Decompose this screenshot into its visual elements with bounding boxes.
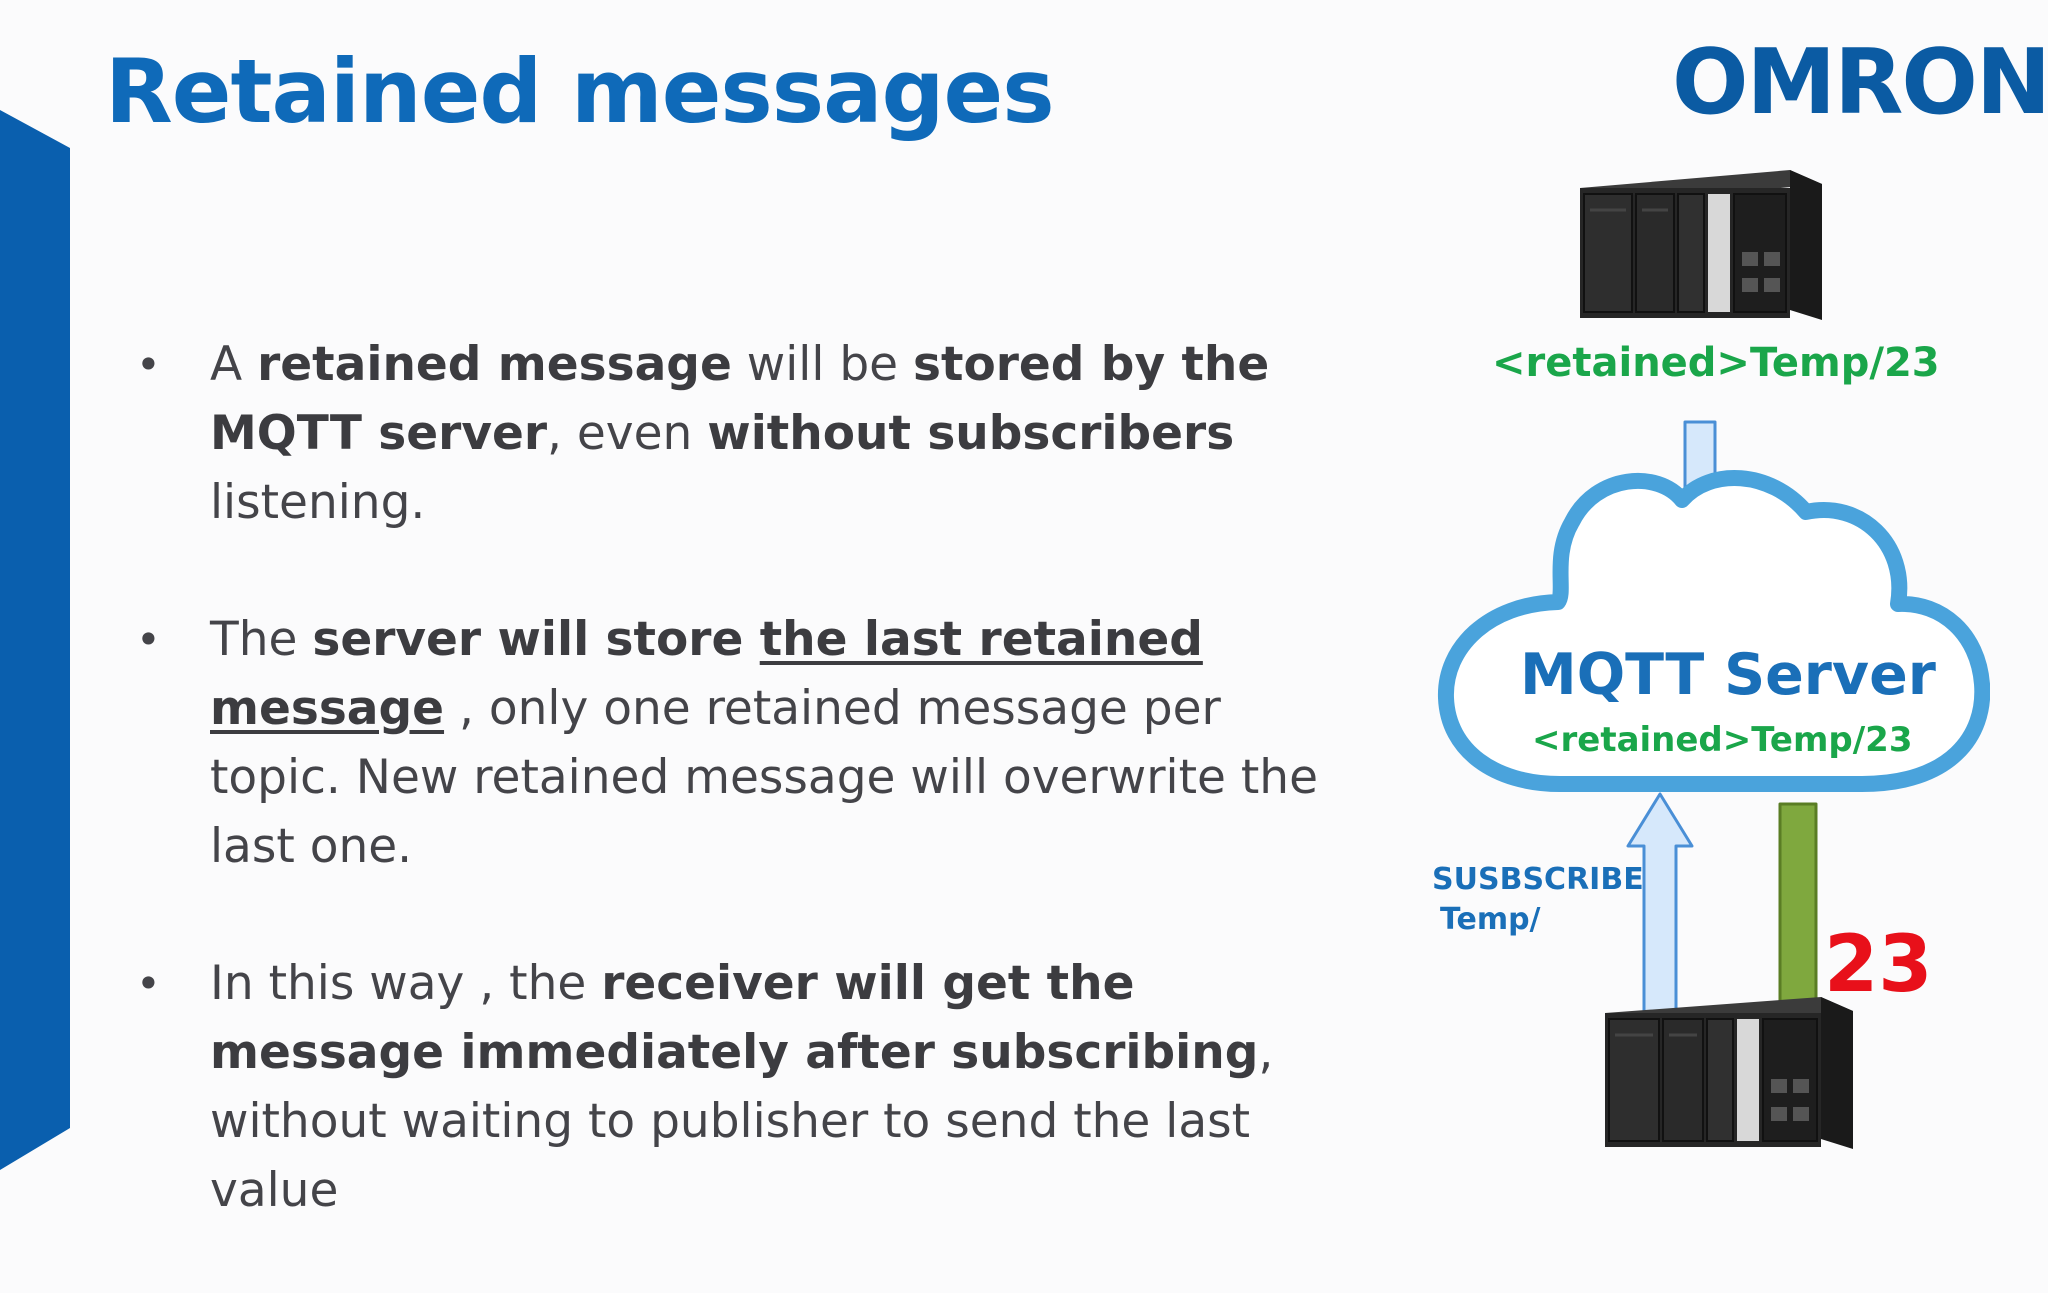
- bullet-list: • A retained message will be stored by th…: [128, 330, 1358, 1293]
- side-accent-bar: [0, 110, 70, 1170]
- bullet-dot-icon: •: [136, 959, 161, 1008]
- bullet-dot-icon: •: [136, 340, 161, 389]
- bullet-bold-text: server will store: [312, 612, 760, 667]
- bullet-bold-text: stored by the MQTT server: [210, 337, 1270, 461]
- mqtt-diagram: <retained>Temp/23 MQTT Server <retained>…: [1380, 140, 2020, 1200]
- bullet-text: , only one retained message per topic. N…: [210, 681, 1318, 874]
- bullet-text: A: [210, 337, 258, 392]
- bullet-item: • A retained message will be stored by th…: [128, 330, 1358, 537]
- bullet-text: , even: [547, 406, 708, 461]
- bullet-bold-text: retained message: [257, 337, 732, 392]
- server-retained-message: <retained>Temp/23: [1532, 720, 1913, 760]
- bullet-bold-text: receiver will get the message immediatel…: [210, 956, 1259, 1080]
- subscriber-plc-image: [1605, 997, 1853, 1149]
- server-name: MQTT Server: [1520, 642, 1936, 708]
- bullet-text: will be: [731, 337, 914, 392]
- subscribe-label-line2: Temp/: [1440, 902, 1541, 937]
- publisher-plc-image: [1580, 170, 1822, 320]
- bullet-bold-text: without subscribers: [707, 406, 1235, 461]
- bullet-text: , without waiting to publisher to send t…: [210, 1025, 1274, 1218]
- bullet-text: In this way , the: [210, 956, 602, 1011]
- received-value: 23: [1824, 920, 1933, 1010]
- subscribe-label-line1: SUSBSCRIBE: [1432, 862, 1644, 897]
- bullet-bold-text: the last retained message: [210, 612, 1203, 736]
- publish-label: <retained>Temp/23: [1492, 340, 1940, 386]
- bullet-text: The: [210, 612, 313, 667]
- bullet-item: • The server will store the last retained…: [128, 605, 1358, 881]
- bullet-text: listening.: [210, 475, 426, 530]
- mqtt-cloud-shape: [1437, 470, 1990, 792]
- bullet-item: • In this way , the receiver will get the…: [128, 949, 1358, 1225]
- omron-logo: OMRON: [1672, 30, 2048, 135]
- slide-title: Retained messages: [105, 40, 1055, 143]
- bullet-dot-icon: •: [136, 615, 161, 664]
